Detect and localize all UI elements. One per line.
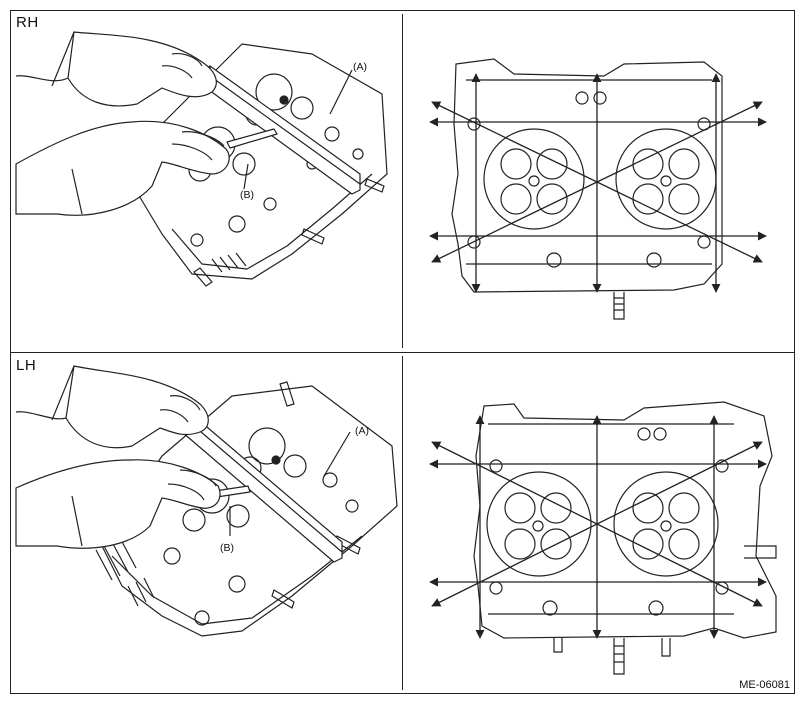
column-divider-bottom bbox=[402, 356, 403, 690]
figure-reference-code: ME-06081 bbox=[739, 679, 790, 691]
panel-label-rh: RH bbox=[16, 14, 39, 31]
rh-head-face-diagram bbox=[429, 58, 767, 320]
panel-label-lh: LH bbox=[16, 357, 37, 374]
lh-head-face-diagram bbox=[429, 401, 777, 675]
lh-measurement-illustration bbox=[15, 365, 398, 637]
lh-callout-a: (A) bbox=[355, 425, 369, 437]
column-divider-top bbox=[402, 14, 403, 348]
row-divider bbox=[10, 352, 795, 353]
rh-callout-b: (B) bbox=[240, 189, 254, 201]
rh-callout-a: (A) bbox=[353, 61, 367, 73]
rh-measurement-illustration bbox=[15, 31, 388, 287]
lh-callout-b: (B) bbox=[220, 542, 234, 554]
